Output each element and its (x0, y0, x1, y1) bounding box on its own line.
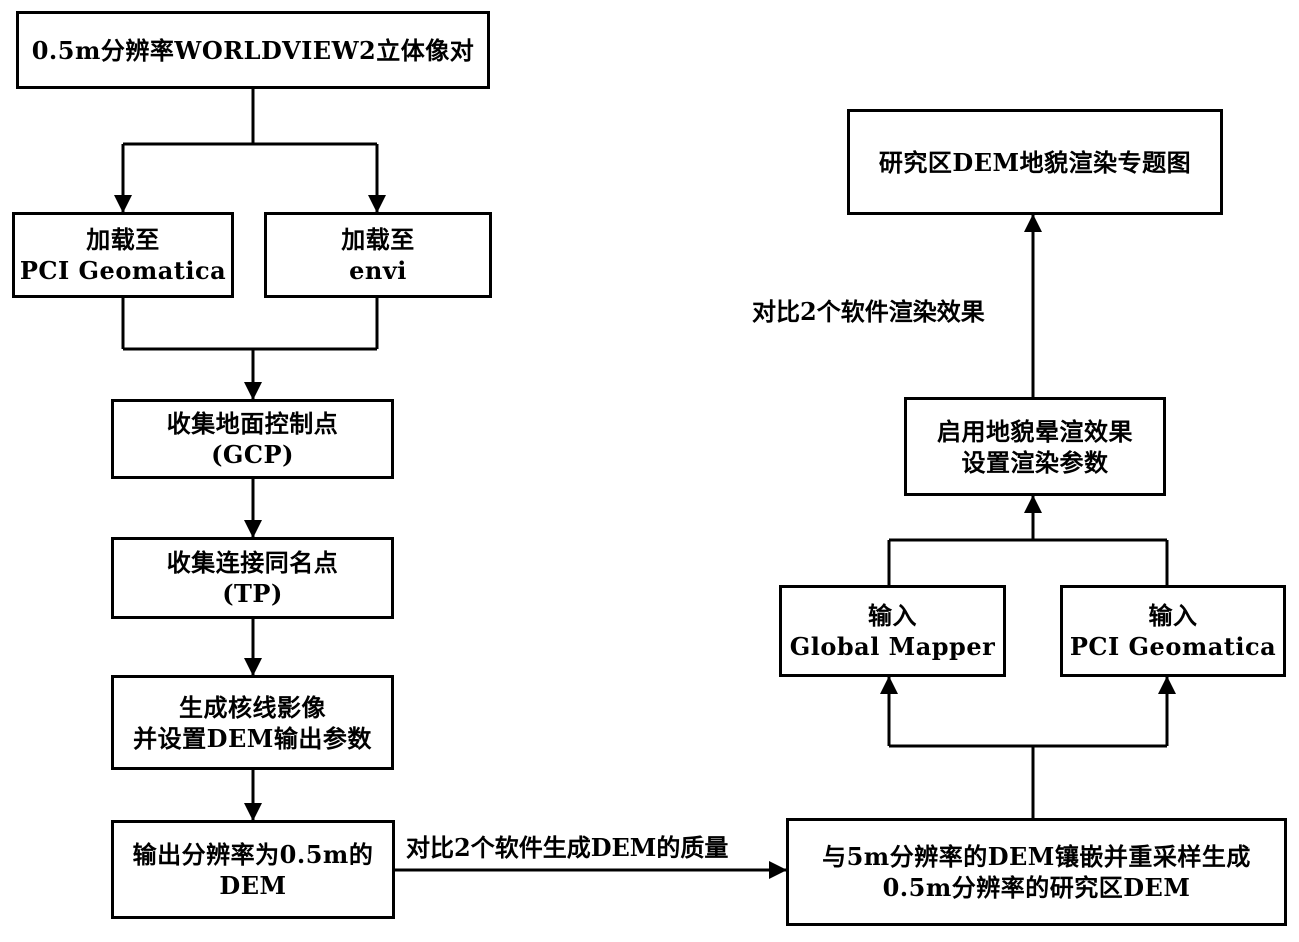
node-load-envi-line2: envi (349, 256, 407, 285)
node-gcp-line1: 收集地面控制点 (166, 409, 339, 438)
label-compare-quality: 对比2个软件生成DEM的质量 (406, 833, 729, 862)
node-hillshade-line2: 设置渲染参数 (961, 447, 1109, 477)
node-input-pci: 输入 PCI Geomatica (1060, 585, 1286, 677)
node-stereo-pair: 0.5m分辨率WORLDVIEW2立体像对 (16, 11, 490, 89)
node-input-global-mapper-line2: Global Mapper (789, 632, 996, 661)
node-input-global-mapper-line1: 输入 (868, 601, 917, 630)
node-load-envi-line1: 加载至 (341, 225, 415, 254)
node-input-global-mapper: 输入 Global Mapper (779, 585, 1006, 677)
node-tp: 收集连接同名点 (TP) (111, 537, 394, 619)
node-load-pci-line1: 加载至 (86, 225, 160, 254)
node-gcp-line2: (GCP) (211, 440, 294, 469)
node-hillshade-line1: 启用地貌晕渲效果 (937, 416, 1133, 446)
node-thematic-map: 研究区DEM地貌渲染专题图 (847, 109, 1223, 215)
node-output-dem-line2: DEM (219, 870, 287, 900)
node-load-envi: 加载至 envi (264, 212, 492, 298)
node-mosaic-line2: 0.5m分辨率的研究区DEM (882, 873, 1191, 902)
node-mosaic: 与5m分辨率的DEM镶嵌并重采样生成 0.5m分辨率的研究区DEM (786, 818, 1287, 926)
label-compare-render: 对比2个软件渲染效果 (752, 297, 985, 326)
node-gcp: 收集地面控制点 (GCP) (111, 399, 394, 479)
node-thematic-map-text: 研究区DEM地貌渲染专题图 (878, 147, 1192, 177)
node-output-dem-line1: 输出分辨率为0.5m的 (132, 839, 374, 869)
node-output-dem: 输出分辨率为0.5m的 DEM (111, 820, 395, 919)
node-load-pci-line2: PCI Geomatica (19, 256, 227, 285)
node-hillshade: 启用地貌晕渲效果 设置渲染参数 (904, 397, 1166, 496)
node-tp-line2: (TP) (222, 579, 283, 608)
node-stereo-pair-text: 0.5m分辨率WORLDVIEW2立体像对 (31, 35, 475, 65)
node-input-pci-line1: 输入 (1148, 601, 1198, 630)
node-mosaic-line1: 与5m分辨率的DEM镶嵌并重采样生成 (822, 842, 1251, 871)
node-load-pci: 加载至 PCI Geomatica (12, 212, 234, 298)
node-epipolar-line2: 并设置DEM输出参数 (133, 723, 372, 753)
node-input-pci-line2: PCI Geomatica (1069, 632, 1277, 661)
node-epipolar: 生成核线影像 并设置DEM输出参数 (111, 675, 394, 770)
node-epipolar-line1: 生成核线影像 (179, 692, 326, 722)
node-tp-line1: 收集连接同名点 (166, 548, 339, 577)
